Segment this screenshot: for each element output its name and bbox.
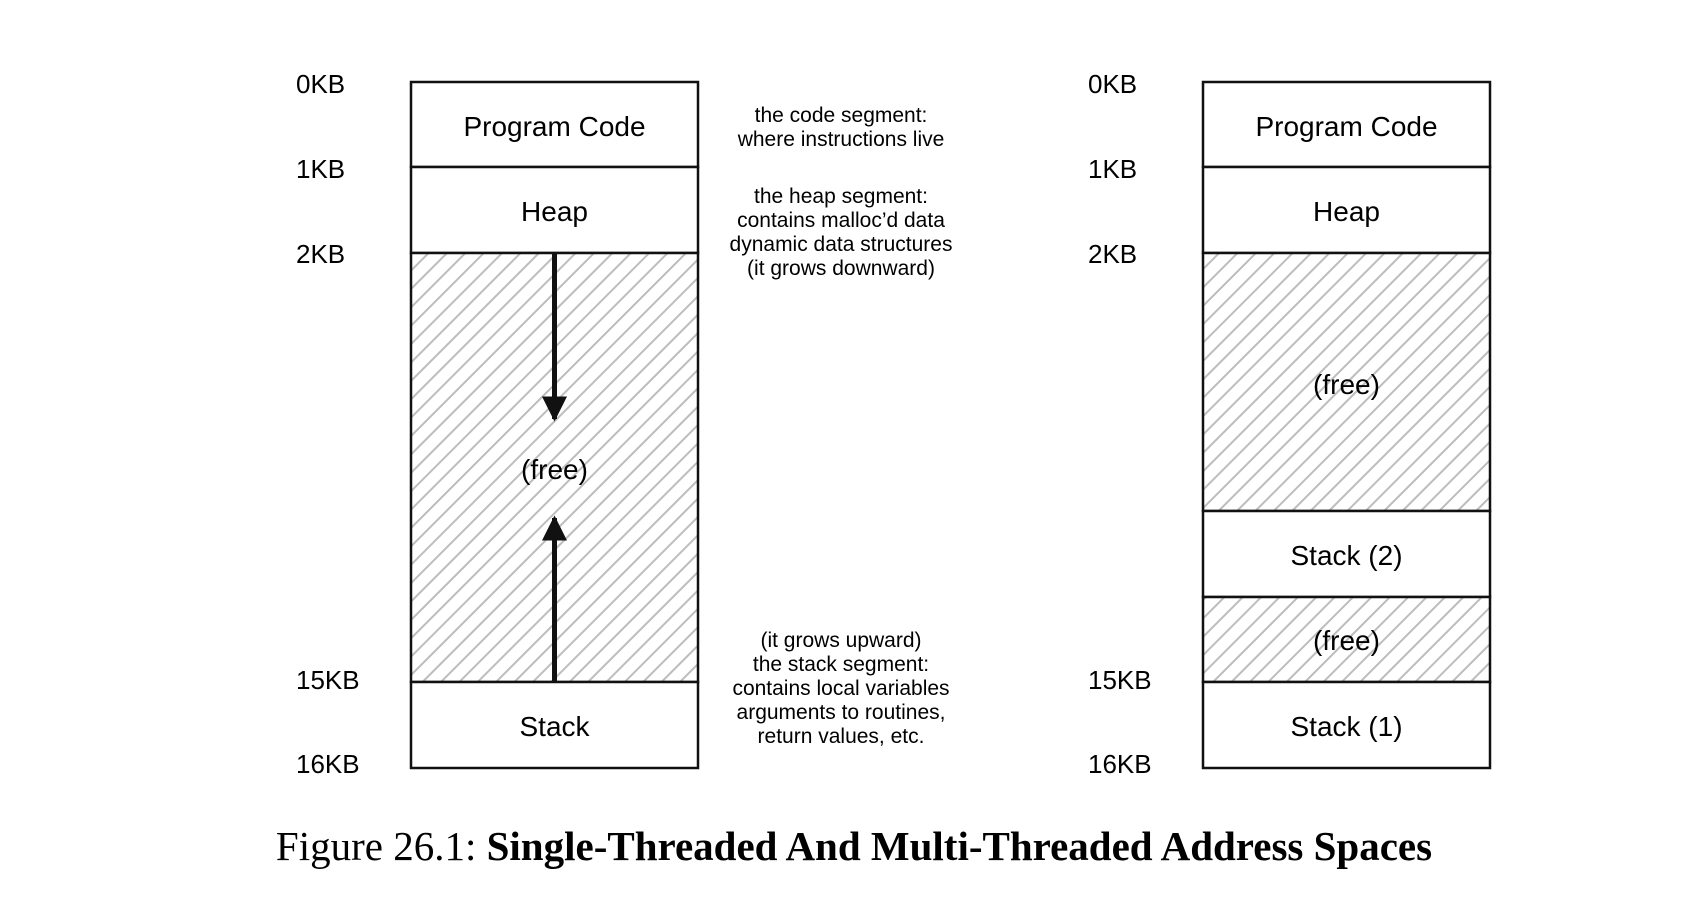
stack-label: Stack	[519, 711, 590, 742]
annotation-line: contains local variables	[732, 677, 949, 700]
figure-caption: Figure 26.1: Single-Threaded And Multi-T…	[0, 822, 1708, 870]
kb-label-16: 16KB	[296, 749, 360, 779]
annotation-line: dynamic data structures	[730, 233, 953, 256]
annotation-line: the code segment:	[755, 104, 928, 127]
heap-label: Heap	[521, 196, 588, 227]
annotation-line: the stack segment:	[753, 653, 929, 676]
multi-threaded-address-space: 0KB 1KB 2KB 15KB 16KB Program Code Heap …	[1088, 69, 1492, 779]
annotation-line: (it grows downward)	[747, 257, 935, 280]
program-code-label: Program Code	[463, 111, 645, 142]
stack-2-label: Stack (2)	[1290, 540, 1402, 571]
single-threaded-address-space: 0KB 1KB 2KB 15KB 16KB Program Code Heap …	[296, 69, 952, 779]
program-code-segment	[1201, 80, 1492, 169]
heap-segment	[1201, 165, 1492, 255]
kb-label-16: 16KB	[1088, 749, 1152, 779]
annotation-line: the heap segment:	[754, 185, 928, 208]
kb-label-1: 1KB	[1088, 154, 1137, 184]
stack-segment	[409, 680, 700, 770]
stack-1-segment	[1201, 680, 1492, 770]
heap-segment	[409, 165, 700, 255]
kb-label-15: 15KB	[296, 665, 360, 695]
annotation-line: where instructions live	[737, 128, 945, 151]
kb-label-0: 0KB	[296, 69, 345, 99]
annotation-line: return values, etc.	[758, 725, 925, 748]
heap-label: Heap	[1313, 196, 1380, 227]
annotation-line: contains malloc’d data	[737, 209, 945, 232]
kb-label-2: 2KB	[296, 239, 345, 269]
free-label: (free)	[1313, 369, 1380, 400]
stack-1-label: Stack (1)	[1290, 711, 1402, 742]
caption-prefix: Figure 26.1:	[275, 823, 487, 869]
heap-segment-annotation: the heap segment: contains malloc’d data…	[730, 185, 953, 280]
kb-label-0: 0KB	[1088, 69, 1137, 99]
program-code-segment	[409, 80, 700, 169]
program-code-label: Program Code	[1255, 111, 1437, 142]
stack-segment-annotation: (it grows upward) the stack segment: con…	[732, 629, 949, 748]
kb-label-2: 2KB	[1088, 239, 1137, 269]
annotation-line: arguments to routines,	[737, 701, 946, 724]
kb-label-15: 15KB	[1088, 665, 1152, 695]
free-region-upper	[1201, 251, 1492, 513]
caption-title: Single-Threaded And Multi-Threaded Addre…	[486, 823, 1433, 869]
free-label: (free)	[521, 454, 588, 485]
annotation-line: (it grows upward)	[760, 629, 921, 652]
free-label: (free)	[1313, 625, 1380, 656]
code-segment-annotation: the code segment: where instructions liv…	[737, 104, 945, 151]
kb-label-1: 1KB	[296, 154, 345, 184]
